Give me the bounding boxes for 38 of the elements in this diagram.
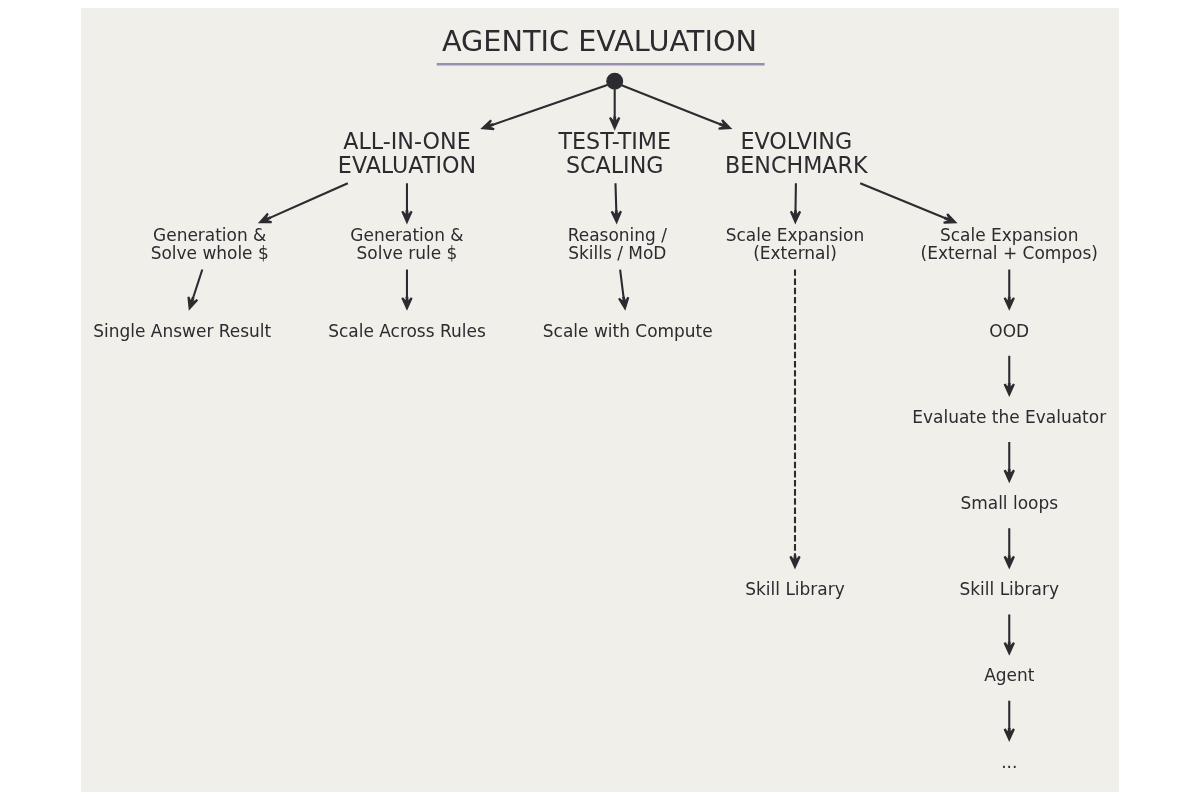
arrow [1003, 355, 1015, 396]
arrow [1003, 700, 1015, 741]
arrow [1003, 269, 1015, 310]
arrow [401, 269, 413, 310]
arrow [187, 269, 204, 310]
node-text: Generation & Solve whole $ [150, 225, 269, 264]
arrow [481, 84, 608, 131]
arrow [859, 182, 957, 224]
node-text: Scale Across Rules [328, 320, 486, 341]
arrow [1003, 442, 1015, 482]
node-text: ALL-IN-ONE EVALUATION [337, 127, 477, 179]
arrow [610, 183, 623, 223]
node-text: Scale Expansion (External) [725, 225, 865, 264]
node-text: Skill Library [745, 579, 845, 600]
node-text: Skill Library [959, 579, 1059, 600]
node-text: Small loops [960, 492, 1059, 513]
node-text: OOD [989, 320, 1030, 341]
diagram-title: AGENTIC EVALUATION [441, 23, 758, 58]
arrow [621, 84, 732, 130]
arrow [401, 183, 413, 223]
arrow [617, 269, 630, 310]
node-text: TEST-TIME SCALING [558, 127, 671, 179]
node-text: Reasoning / Skills / MoD [567, 225, 667, 264]
node-text: Scale with Compute [542, 320, 713, 341]
node-circle [606, 72, 624, 90]
node-text: Agent [984, 665, 1035, 686]
arrow [789, 183, 802, 223]
node-text: ... [1001, 751, 1018, 772]
node-text: Scale Expansion (External + Compos) [920, 225, 1098, 264]
arrow [259, 182, 349, 224]
arrow [1003, 614, 1015, 655]
node-text: Generation & Solve rule $ [350, 225, 464, 264]
arrow [789, 269, 801, 568]
node-text: EVOLVING BENCHMARK [725, 127, 868, 179]
arrow [1003, 528, 1015, 568]
arrow [608, 89, 621, 130]
node-text: Single Answer Result [93, 320, 272, 341]
node-text: Evaluate the Evaluator [912, 406, 1107, 427]
